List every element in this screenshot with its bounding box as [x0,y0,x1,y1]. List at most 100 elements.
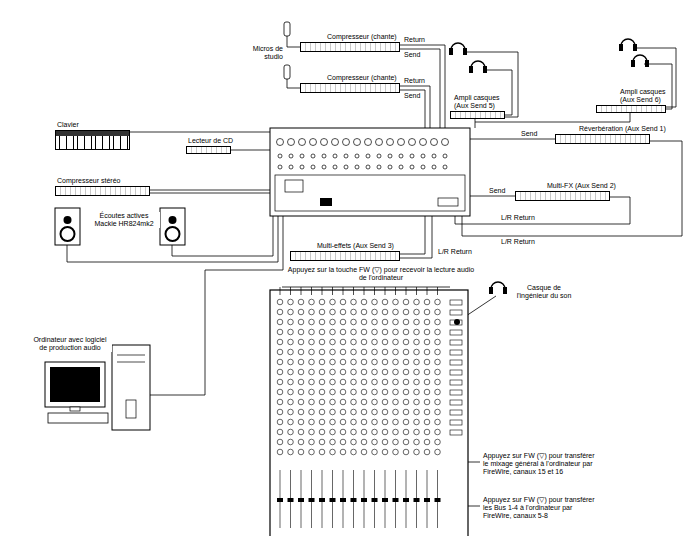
cable [400,216,425,254]
mixer-control [361,339,367,345]
mixer-control [414,389,420,395]
mixer-control [298,379,304,385]
headphones [491,282,505,289]
rack-unit: Compresseur (chante) [300,42,400,52]
mixer-control [372,309,378,315]
mixer-control [288,429,294,435]
rack-unit: Multi-FX (Aux Send 2) [515,191,610,201]
mixer-control [277,349,283,355]
mixer-control [288,329,294,335]
headphones [631,60,635,67]
annotation: Send [403,51,421,59]
connector-jack [311,154,315,158]
connector-jack [410,154,414,158]
mixer-control [309,319,315,325]
mixer-control [351,389,357,395]
mixer-control [298,409,304,415]
mixer-control [393,369,399,375]
connector-jack [311,165,315,169]
mixer-rear-panel [275,175,465,211]
rack-unit: Compresseur stéréo [55,186,150,196]
mixer-control [309,498,315,502]
connector-jack [322,165,326,169]
annotation: L/R Return [500,238,536,246]
mixer-control [450,300,462,305]
mixer-control [403,449,409,455]
computer [117,362,145,363]
mixer-control [277,429,283,435]
mixer-control [340,379,346,385]
connector-jack [432,165,436,169]
mixer-control [414,359,420,365]
mixer-control [450,410,462,415]
mixer-control [319,498,325,502]
mixer-control [403,329,409,335]
mixer-control [403,309,409,315]
headphones [633,44,637,51]
connector-jack [332,139,339,146]
connector-jack [443,165,447,169]
mixer-control [372,449,378,455]
mixer-control [385,287,386,295]
mixer-control [414,329,420,335]
computer [50,367,100,402]
mixer-control [319,369,325,375]
mixer-control [309,309,315,315]
mixer-control [382,349,388,355]
mixer-control [361,419,367,425]
mixer-control [351,409,357,415]
cable [400,45,445,128]
mixer-control [340,399,346,405]
mixer-control [309,449,315,455]
mixer-control [403,498,409,502]
mixer-control [340,419,346,425]
mixer-control [393,379,399,385]
annotation: Send [520,130,538,138]
headphones [633,55,647,62]
mixer-control [454,319,460,325]
mixer-control [298,339,304,345]
mixer-control [414,429,420,435]
mixer-control [372,399,378,405]
connector-jack [376,139,383,146]
device-heading: Ampli casques (Aux Send 5) [453,94,510,110]
mixer-control [309,299,315,305]
mixer-control [277,287,462,528]
mixer-control [298,419,304,425]
studio-monitor [166,227,180,241]
cable [150,193,270,194]
mixer-control [382,319,388,325]
computer [45,362,105,407]
mixer-control [372,498,378,502]
mixer-control [393,309,399,315]
mixer-control [361,498,367,502]
mixer-control [450,420,462,425]
connector-jack [355,154,359,158]
studio-monitor [169,216,177,224]
mixer-control [340,349,346,355]
connector-jack [278,165,282,169]
mixer-control [393,498,399,502]
mixer-control [340,339,346,345]
mixer-control [277,419,283,425]
mixer-control [435,309,441,315]
computer [112,345,150,430]
mixer-control [330,379,336,385]
mixer-control [435,299,441,305]
mixer-control [330,329,336,335]
mixer-control [340,369,346,375]
mixer-control [403,429,409,435]
headphones [483,66,487,73]
mixer-control [424,429,430,435]
connector-jack [277,139,284,146]
mixer-control [288,379,294,385]
connector-jack [355,165,359,169]
rack-unit: Compresseur (chante) [300,83,400,93]
mixer-control [372,359,378,365]
mixer-control [319,329,325,335]
mixer-control [288,319,294,325]
mixer-control [330,419,336,425]
headphones [469,66,473,73]
headphones [463,48,467,55]
mixer-control [288,339,294,345]
